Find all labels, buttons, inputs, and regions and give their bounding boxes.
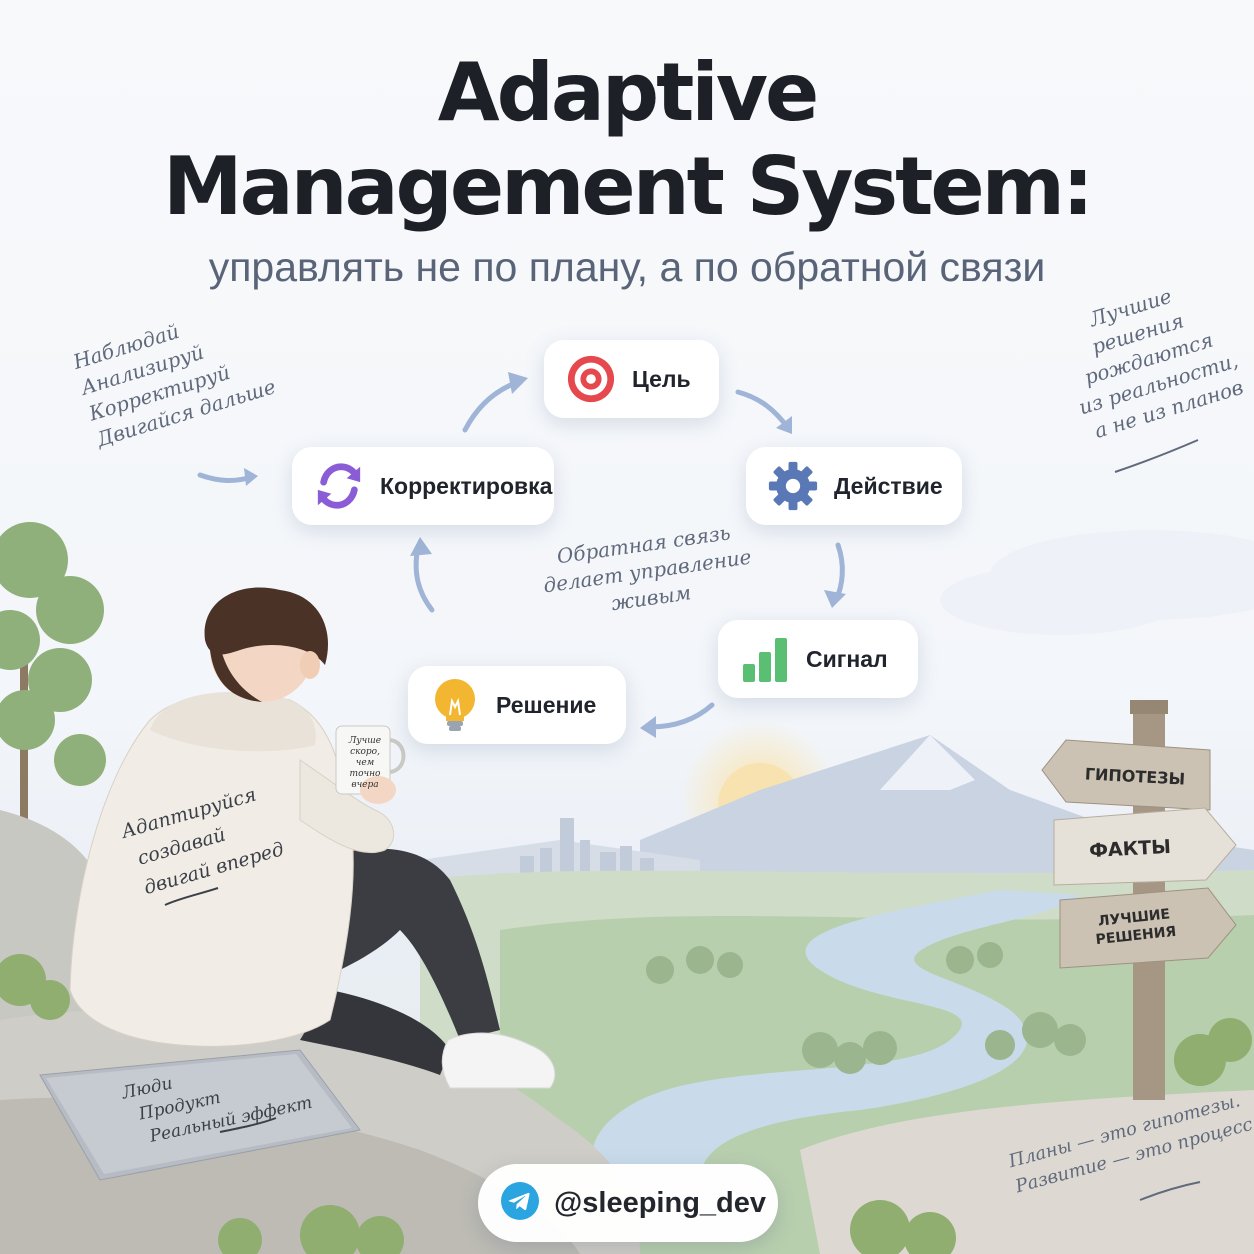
cycle-card-label: Решение: [496, 691, 597, 718]
refresh-icon: [314, 461, 364, 511]
subtitle: управлять не по плану, а по обратной свя…: [208, 244, 1046, 290]
signpost-illustration: [1041, 700, 1237, 1100]
cycle-card-action: Действие: [746, 447, 962, 525]
title-line-1: Adaptive: [437, 46, 820, 139]
lightbulb-icon: [430, 679, 480, 731]
mug-line: чем точно: [349, 758, 381, 779]
cycle-card-label: Цель: [632, 365, 691, 392]
cycle-card-label: Корректировка: [380, 472, 553, 499]
cycle-card-goal: Цель: [544, 340, 719, 418]
target-icon: [566, 354, 616, 404]
cycle-arrows: [197, 379, 845, 730]
telegram-handle: @sleeping_dev: [554, 1186, 767, 1219]
cycle-card-decision: Решение: [408, 666, 626, 744]
cycle-card-correction: Корректировка: [292, 447, 554, 525]
mug-line: Лучше: [348, 736, 382, 746]
telegram-icon: [500, 1181, 540, 1226]
title-line-2: Management System:: [163, 140, 1094, 233]
mug-text: Лучше скоро, чем точно вчера: [340, 736, 390, 791]
sign-facts: ФАКТЫ: [1088, 835, 1172, 863]
mug-line: скоро,: [350, 747, 380, 757]
cycle-card-signal: Сигнал: [718, 620, 918, 698]
gear-icon: [768, 461, 818, 511]
sign-hypotheses: ГИПОТЕЗЫ: [1084, 763, 1186, 789]
mug-line: вчера: [351, 780, 379, 790]
cycle-card-label: Действие: [834, 472, 943, 499]
telegram-handle-pill[interactable]: @sleeping_dev: [478, 1164, 778, 1242]
bar-chart-icon: [740, 634, 790, 684]
person-illustration: [39, 587, 556, 1181]
cycle-card-label: Сигнал: [806, 645, 888, 672]
